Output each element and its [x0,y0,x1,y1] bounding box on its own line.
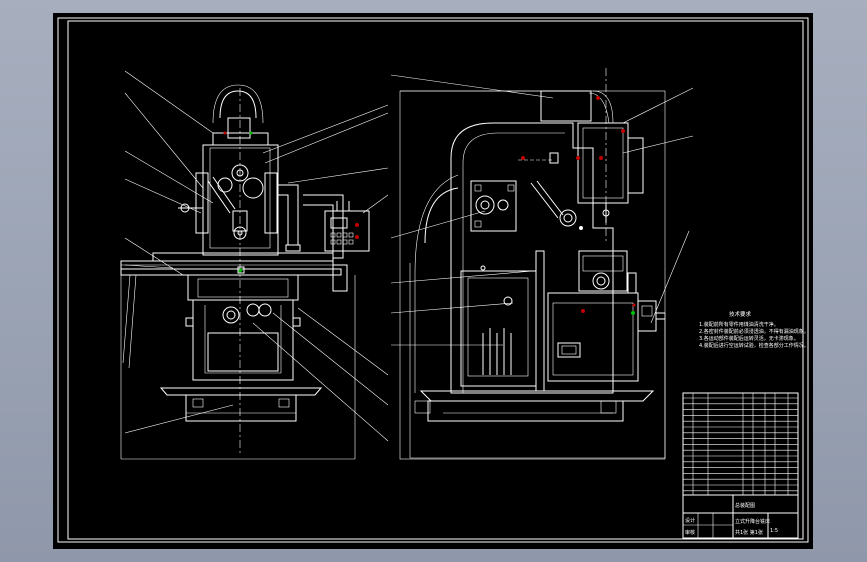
scale-label: 1:5 [770,528,778,534]
leader-line [124,404,234,434]
column-body [450,122,614,394]
tech-line-1: 1.装配前所有零件用煤油清洗干净。 [699,321,779,328]
leader-line [272,312,389,406]
title-block: 总装配图 立式升降台铣床 1:5 共1张 第1张 设计 审核 [682,392,799,539]
tech-requirements-title: 技术要求 [729,310,752,318]
leader-line [287,167,389,184]
tech-line-2: 2.各密封件装配前必须浸透油，不得有漏油现象。 [699,328,809,335]
leader-line [124,264,174,269]
leader-line [262,104,389,154]
outer-frame [57,17,809,543]
leader-line [124,70,214,134]
leader-line [124,178,202,214]
control-panel [324,210,370,252]
leader-line [297,307,389,376]
drawing-canvas: 技术要求 1.装配前所有零件用煤油清洗干净。 2.各密封件装配前必须浸透油，不得… [57,17,809,543]
tech-requirements: 技术要求 1.装配前所有零件用煤油清洗干净。 2.各密封件装配前必须浸透油，不得… [699,310,809,349]
drawing-sheet: 技术要求 1.装配前所有零件用煤油清洗干净。 2.各密封件装配前必须浸透油，不得… [53,13,813,549]
leader-line [362,194,389,214]
inner-frame [67,20,804,540]
tech-line-3: 3.各运动部件装配后运转灵活，无卡滞现象。 [699,335,799,342]
side-view [390,68,694,460]
leader-line [124,92,204,189]
designer-label: 设计 [685,517,695,524]
material-label: 总装配图 [735,502,755,509]
motor-housing [460,270,537,387]
checker-label: 审核 [685,529,695,536]
sheet-label: 共1张 第1张 [735,529,763,536]
leader-line [124,150,214,204]
front-view [120,70,389,460]
leader-line [264,112,389,164]
tech-line-4: 4.装配后进行空运转试验，检查各部分工作情况。 [699,342,809,349]
drawing-name: 立式升降台铣床 [735,518,770,525]
leader-line [252,322,389,442]
